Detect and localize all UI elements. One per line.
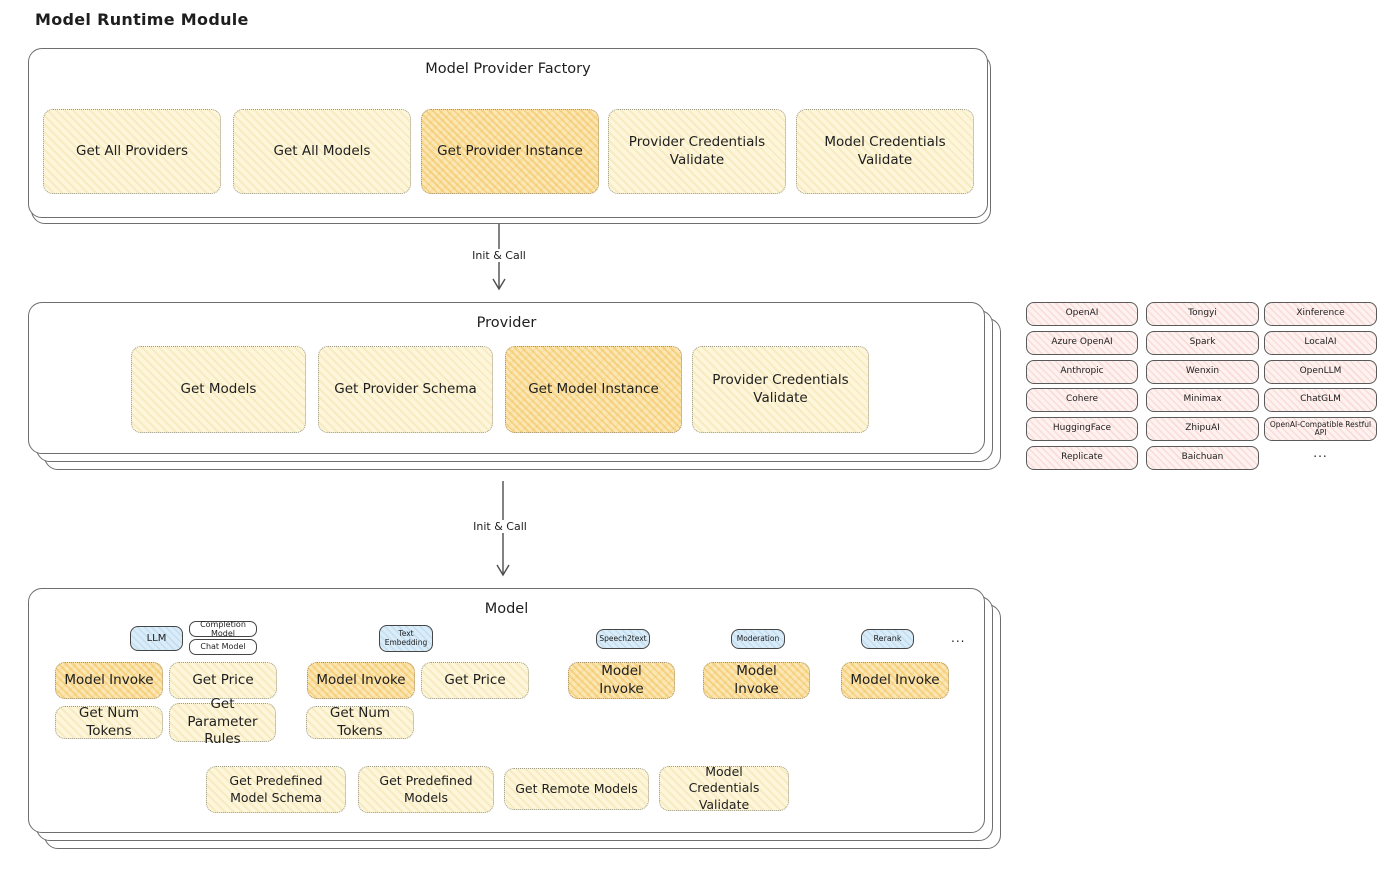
provider-chip-tongyi: Tongyi: [1146, 302, 1259, 326]
speech2text-model-invoke: Model Invoke: [568, 662, 675, 699]
provider-chip-wenxin: Wenxin: [1146, 360, 1259, 384]
provider-chip-huggingface: HuggingFace: [1026, 417, 1138, 441]
provider-box-get-models: Get Models: [131, 346, 306, 433]
factory-box-get-all-providers: Get All Providers: [43, 109, 221, 194]
tag-rerank: Rerank: [861, 629, 914, 649]
tag-llm: LLM: [130, 626, 183, 651]
moderation-model-invoke: Model Invoke: [703, 662, 810, 699]
arrow-label-init-call-1: Init & Call: [454, 249, 544, 262]
model-panel: Model LLM Completion Model Chat Model Te…: [28, 588, 985, 833]
provider-chip-more: ...: [1313, 446, 1328, 460]
factory-box-model-credentials-validate: Model Credentials Validate: [796, 109, 974, 194]
provider-chip-openllm: OpenLLM: [1264, 360, 1377, 384]
provider-chip-azure-openai: Azure OpenAI: [1026, 331, 1138, 355]
embedding-model-invoke: Model Invoke: [307, 662, 415, 699]
tag-completion-model: Completion Model: [189, 620, 257, 638]
llm-get-num-tokens: Get Num Tokens: [55, 705, 163, 739]
model-credentials-validate: Model Credentials Validate: [659, 764, 789, 812]
model-panel-title: Model: [484, 601, 529, 617]
rerank-model-invoke: Model Invoke: [841, 662, 949, 699]
model-get-predefined-models: Get Predefined Models: [358, 766, 494, 813]
model-get-remote-models: Get Remote Models: [504, 768, 649, 810]
tag-speech2text: Speech2text: [596, 629, 650, 649]
factory-panel-title: Model Provider Factory: [425, 61, 591, 77]
provider-box-get-model-instance: Get Model Instance: [505, 346, 682, 433]
provider-chip-openai: OpenAI: [1026, 302, 1138, 326]
factory-box-get-all-models: Get All Models: [233, 109, 411, 194]
tag-more: ...: [951, 631, 966, 645]
provider-chip-localai: LocalAI: [1264, 331, 1377, 355]
llm-get-price: Get Price: [169, 662, 277, 699]
provider-chip-spark: Spark: [1146, 331, 1259, 355]
page-title: Model Runtime Module: [35, 10, 249, 29]
provider-chip-minimax: Minimax: [1146, 388, 1259, 412]
provider-chip-baichuan: Baichuan: [1146, 446, 1259, 470]
provider-chip-zhipuai: ZhipuAI: [1146, 417, 1259, 441]
provider-box-provider-credentials-validate: Provider Credentials Validate: [692, 346, 869, 433]
llm-get-parameter-rules: Get Parameter Rules: [169, 696, 276, 747]
provider-panel-title: Provider: [476, 315, 537, 331]
provider-chip-cohere: Cohere: [1026, 388, 1138, 412]
provider-chip-anthropic: Anthropic: [1026, 360, 1138, 384]
embedding-get-price: Get Price: [421, 662, 529, 699]
factory-box-provider-credentials-validate: Provider Credentials Validate: [608, 109, 786, 194]
provider-chip-openai-compatible: OpenAI-Compatible Restful API: [1264, 417, 1377, 441]
provider-chip-xinference: Xinference: [1264, 302, 1377, 326]
factory-panel: Model Provider Factory Get All Providers…: [28, 48, 988, 218]
embedding-get-num-tokens: Get Num Tokens: [306, 705, 414, 739]
provider-panel: Provider Get Models Get Provider Schema …: [28, 302, 985, 454]
tag-text-embedding: Text Embedding: [379, 625, 433, 652]
model-get-predefined-model-schema: Get Predefined Model Schema: [206, 766, 346, 813]
tag-chat-model: Chat Model: [189, 639, 257, 655]
tag-moderation: Moderation: [731, 629, 785, 649]
factory-box-get-provider-instance: Get Provider Instance: [421, 109, 599, 194]
provider-chip-replicate: Replicate: [1026, 446, 1138, 470]
arrow-label-init-call-2: Init & Call: [455, 520, 545, 533]
provider-chip-chatglm: ChatGLM: [1264, 388, 1377, 412]
provider-box-get-provider-schema: Get Provider Schema: [318, 346, 493, 433]
llm-model-invoke: Model Invoke: [55, 662, 163, 699]
